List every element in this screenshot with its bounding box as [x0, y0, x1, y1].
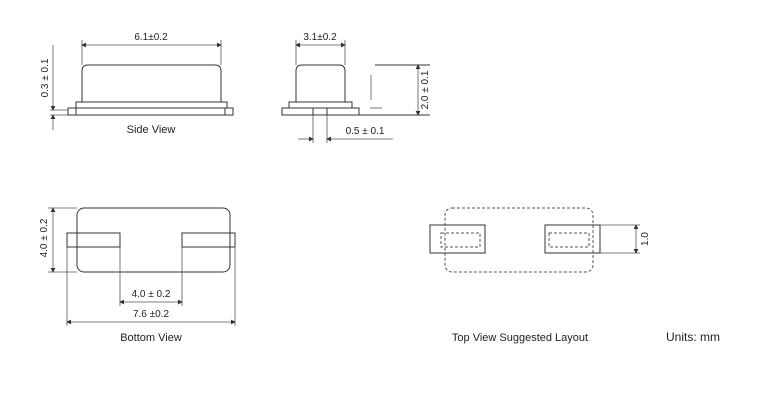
side-view-label: Side View: [127, 124, 176, 136]
end-view: 3.1±0.2 2.0 ± 0.1 0.5 ± 0.1: [281, 32, 431, 143]
layout-body-outline: [444, 207, 594, 273]
standoff-dim: 0.3 ± 0.1: [40, 58, 51, 97]
end-height-dim: 2.0 ± 0.1: [420, 70, 431, 109]
end-body: [295, 64, 346, 102]
overall-length-dim: 7.6 ±0.2: [133, 309, 170, 320]
bottom-view-label: Bottom View: [120, 332, 182, 344]
side-view: 6.1±0.2 0.3 ± 0.1 Side View: [40, 32, 234, 136]
end-width-dim: 3.1±0.2: [303, 32, 337, 43]
units-label: Units: mm: [666, 330, 720, 344]
bottom-pad-left: [66, 232, 121, 248]
side-leads: [67, 107, 234, 116]
side-length-dim: 6.1±0.2: [134, 32, 168, 43]
pad-width-dim: 0.5 ± 0.1: [346, 126, 385, 137]
layout-pad-dim: 1.0: [640, 232, 651, 246]
bottom-view: 4.0 ± 0.2 4.0 ± 0.2 7.6 ±0.2 Bottom View: [39, 207, 236, 344]
layout-pad-right: [544, 224, 601, 254]
bottom-height-dim: 4.0 ± 0.2: [39, 218, 50, 257]
side-body: [81, 64, 222, 102]
layout-pad-left: [429, 224, 486, 254]
bottom-pad-right: [181, 232, 236, 248]
side-base: [75, 101, 228, 109]
bottom-body: [76, 207, 231, 273]
pad-gap-dim: 4.0 ± 0.2: [132, 289, 171, 300]
end-pad: [312, 107, 328, 116]
top-view-label: Top View Suggested Layout: [452, 332, 588, 344]
top-view-layout: 1.0 Top View Suggested Layout: [429, 207, 651, 344]
